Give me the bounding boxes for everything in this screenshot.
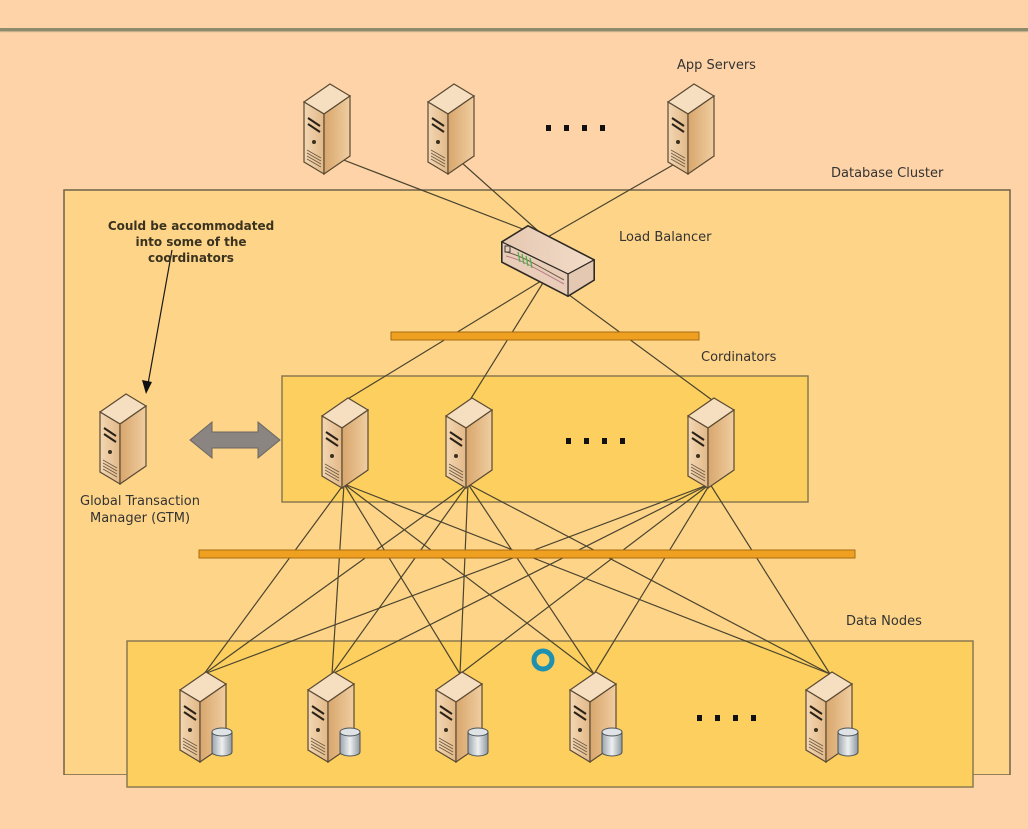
database-cylinder-icon: [837, 727, 859, 757]
gtm-label: Global Transaction Manager (GTM): [80, 493, 200, 527]
title-divider: [0, 28, 1028, 31]
cursor-ring-icon: [531, 648, 555, 672]
coordinator-to-datanode-link: [467, 483, 595, 675]
coordinator-to-datanode-link: [459, 483, 711, 675]
coordinators-ellipsis: [584, 438, 589, 444]
coordinator-to-datanode-link: [343, 483, 595, 675]
coordinators-label: Cordinators: [701, 350, 777, 365]
gtm-double-arrow: [189, 420, 281, 460]
coordinator-server-icon[interactable]: [445, 397, 493, 489]
gtm-label-line-1: Global Transaction: [80, 494, 200, 509]
gtm-note-line-1: Could be accommodated: [107, 219, 275, 233]
data-nodes-label: Data Nodes: [846, 614, 922, 629]
app-to-lb-link: [327, 153, 547, 239]
app-server-icon[interactable]: [427, 83, 475, 175]
gtm-note-line-3: coordinators: [148, 251, 234, 265]
coordinator-to-datanode-link: [467, 483, 831, 675]
gtm-label-line-2: Manager (GTM): [89, 511, 191, 526]
gtm-note-line-2: into some of the: [135, 235, 247, 249]
annotation-arrowhead-icon: [142, 380, 152, 394]
database-cylinder-icon: [339, 727, 361, 757]
data-nodes-ellipsis: [751, 715, 756, 721]
coordinator-to-datanode-link: [203, 483, 345, 675]
app-servers-ellipsis: [600, 125, 605, 131]
database-cluster-label: Database Cluster: [831, 166, 944, 181]
coordinator-to-datanode-link: [203, 483, 469, 675]
coordinator-bus: [390, 331, 700, 341]
data-nodes-ellipsis: [697, 715, 702, 721]
app-server-icon[interactable]: [303, 83, 351, 175]
gtm-server-icon[interactable]: [99, 393, 147, 485]
coordinator-to-datanode-link: [343, 483, 461, 675]
data-nodes-ellipsis: [715, 715, 720, 721]
data-nodes-ellipsis: [733, 715, 738, 721]
app-servers-label: App Servers: [677, 58, 756, 73]
coordinator-server-icon[interactable]: [321, 397, 369, 489]
app-server-icon[interactable]: [667, 83, 715, 175]
coordinator-to-datanode-link: [331, 483, 711, 675]
coordinator-to-datanode-link: [331, 483, 469, 675]
app-servers-ellipsis: [564, 125, 569, 131]
load-balancer-icon[interactable]: [500, 224, 596, 298]
data-node-bus: [198, 549, 856, 559]
coordinators-ellipsis: [602, 438, 607, 444]
app-servers-ellipsis: [546, 125, 551, 131]
database-cylinder-icon: [211, 727, 233, 757]
app-to-lb-link: [451, 153, 547, 239]
title-bar: [0, 0, 1028, 28]
coordinator-to-datanode-link: [593, 483, 711, 675]
coordinators-ellipsis: [620, 438, 625, 444]
coordinators-ellipsis: [566, 438, 571, 444]
app-to-lb-link: [545, 153, 693, 239]
coordinator-to-datanode-link: [709, 483, 831, 675]
coordinator-to-datanode-link: [459, 483, 469, 675]
database-cylinder-icon: [601, 727, 623, 757]
database-cylinder-icon: [467, 727, 489, 757]
gtm-note: Could be accommodated into some of the c…: [86, 218, 296, 266]
coordinator-to-datanode-link: [203, 483, 711, 675]
load-balancer-label: Load Balancer: [619, 230, 712, 245]
annotation-arrow-line: [147, 249, 173, 385]
coordinator-to-datanode-link: [331, 483, 345, 675]
app-servers-ellipsis: [582, 125, 587, 131]
coordinator-server-icon[interactable]: [687, 397, 735, 489]
